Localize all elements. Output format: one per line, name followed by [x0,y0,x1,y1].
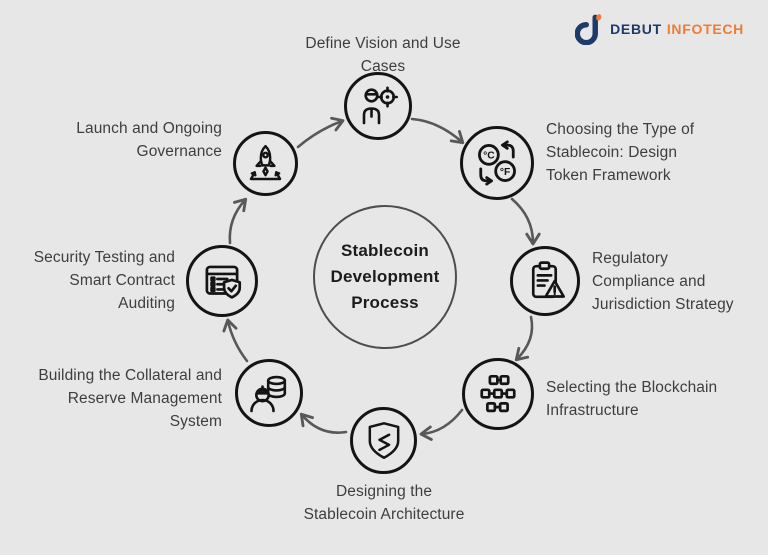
arrow-top-to-top-right [410,117,465,145]
step-label-building-collateral: Building the Collateral and Reserve Mana… [38,367,222,430]
step-node-designing-architecture [350,407,417,474]
step-node-choosing-type: °C °F [460,126,534,200]
shield-code-icon [368,421,399,459]
rocket-launch-icon [249,144,282,181]
arrow-right-to-bottom-right [514,315,534,362]
clipboard-warning-icon [531,260,565,298]
celsius-glyph: °C [483,151,495,162]
arrow-bottom-to-bottom-left [299,412,348,434]
arrow-left-to-top-left [228,197,248,245]
step-label-choosing-type: Choosing the Type of Stablecoin: Design … [546,121,695,184]
step-node-define-vision [344,72,412,140]
step-node-security-testing [186,245,258,317]
step-node-building-collateral [235,359,303,427]
arrow-top-right-to-right [510,197,541,246]
center-title: Stablecoin Development Process [330,241,440,312]
fahrenheit-glyph: °F [500,167,510,178]
step-node-launch-governance [233,131,298,196]
logo-text-primary: DEBUT [610,21,662,37]
arrow-bottom-left-to-left [222,318,249,363]
person-target-icon [362,86,398,125]
window-shield-check-icon [205,265,242,299]
step-node-regulatory [510,246,580,316]
step-label-designing-architecture: Designing the Stablecoin Architecture [303,483,465,523]
step-label-regulatory: Regulatory Compliance and Jurisdiction S… [592,250,734,313]
arrow-bottom-right-to-bottom [419,408,464,441]
arrow-top-left-to-top [296,116,345,149]
step-label-define-vision: Define Vision and Use Cases [305,35,461,75]
person-coins-icon [250,375,287,413]
logo-text-secondary: INFOTECH [666,21,744,37]
blockchain-network-icon [480,374,516,413]
center-circle: Stablecoin Development Process [313,205,457,349]
debut-infotech-logo-icon [575,14,602,45]
unit-exchange-icon: °C °F [478,140,516,186]
step-node-selecting-blockchain [462,358,534,430]
step-label-security-testing: Security Testing and Smart Contract Audi… [33,249,175,312]
step-label-launch-governance: Launch and Ongoing Governance [76,120,222,160]
step-label-selecting-blockchain: Selecting the Blockchain Infrastructure [546,379,718,419]
